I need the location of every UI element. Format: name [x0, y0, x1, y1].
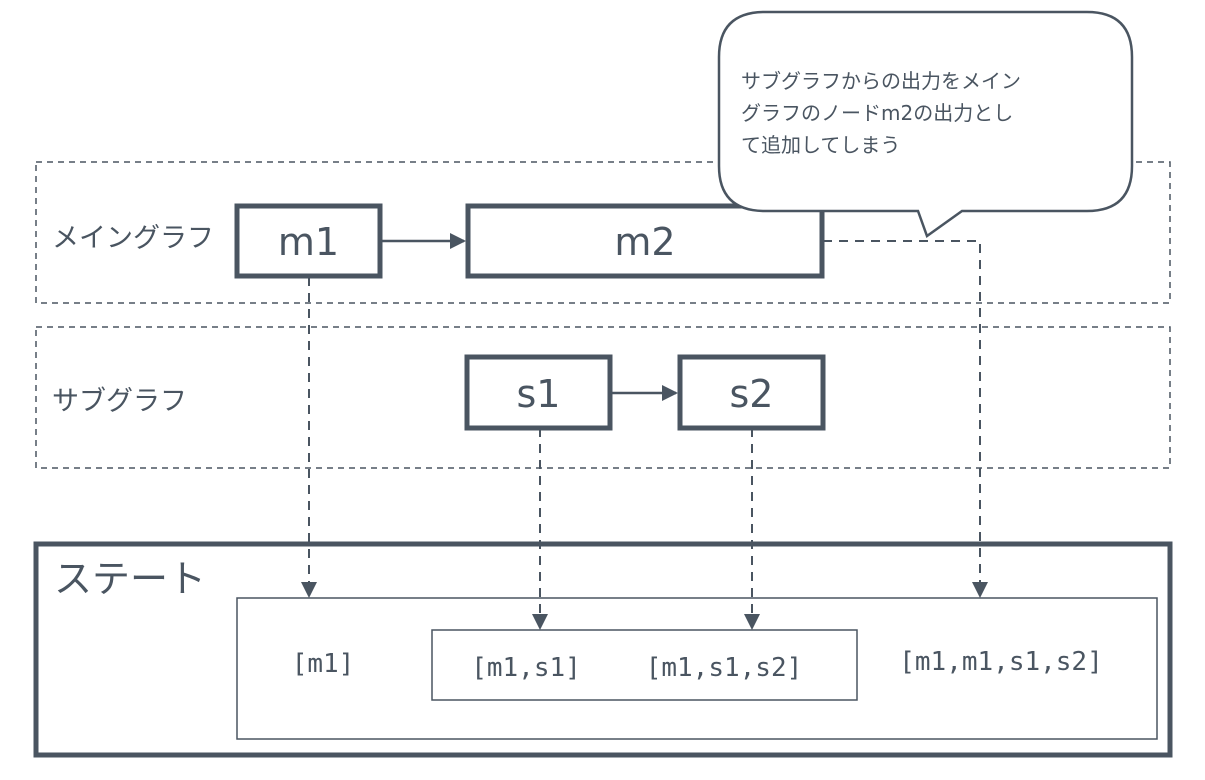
callout-bubble: サブグラフからの出力をメイン グラフのノードm2の出力とし て追加してしまう	[717, 10, 1134, 238]
m2-to-state-line	[823, 240, 988, 598]
callout-line-3: て追加してしまう	[741, 133, 900, 157]
state-value-m1-m1-s1-s2: [m1,m1,s1,s2]	[899, 647, 1103, 677]
node-s1-label: s1	[517, 372, 561, 416]
node-s1: s1	[464, 354, 613, 431]
state-flow-lines	[301, 240, 988, 630]
node-m2: m2	[465, 203, 825, 279]
node-m1-label: m1	[278, 220, 339, 264]
callout-line-1: サブグラフからの出力をメイン	[741, 69, 1021, 93]
state-value-m1-s1: [m1,s1]	[471, 653, 581, 683]
node-m2-label: m2	[614, 220, 675, 264]
subgraph-group: サブグラフ	[35, 326, 1171, 469]
main-graph-label: メイングラフ	[52, 223, 214, 254]
node-s2: s2	[677, 354, 826, 431]
state-title: ステート	[54, 557, 206, 601]
state-value-m1: [m1]	[292, 649, 355, 679]
main-graph-group: メイングラフ	[35, 161, 1171, 304]
callout-line-2: グラフのノードm2の出力とし	[741, 101, 1013, 125]
state-container: ステート [m1] [m1,s1] [m1,s1,s2] [m1,m1,s1,s…	[33, 541, 1173, 758]
subgraph-label: サブグラフ	[52, 386, 187, 417]
state-value-m1-s1-s2: [m1,s1,s2]	[646, 653, 803, 683]
state-values-box	[236, 597, 1158, 740]
node-s2-label: s2	[730, 372, 774, 416]
node-m1: m1	[234, 203, 383, 279]
subgraph-state-box	[431, 629, 858, 701]
